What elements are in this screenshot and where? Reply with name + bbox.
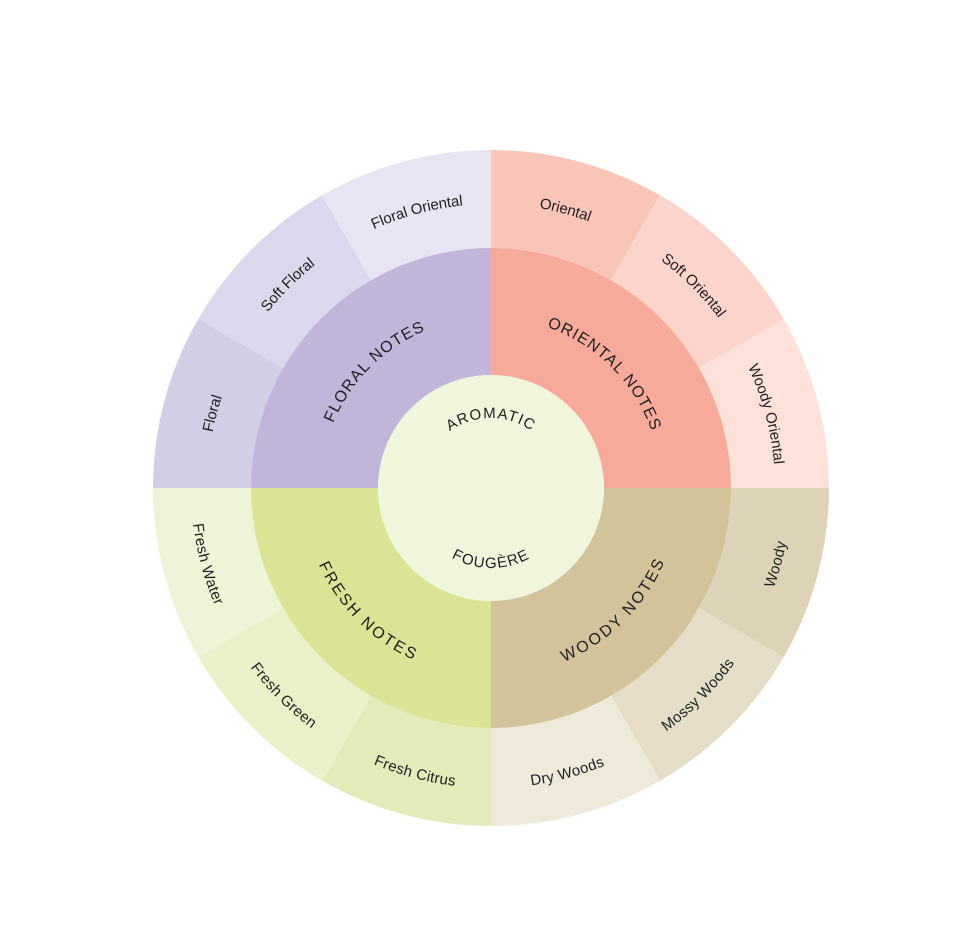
segment-floral	[153, 319, 284, 488]
segment-fresh-citrus	[322, 695, 491, 826]
segment-fresh-water	[153, 488, 284, 657]
family-oriental	[491, 248, 731, 488]
segment-floral-oriental	[322, 150, 491, 281]
family-fresh	[251, 488, 491, 728]
segment-fresh-green	[198, 608, 371, 781]
center-disc-group: AROMATIC FOUGÈRE	[378, 375, 604, 601]
center-disc	[378, 375, 604, 601]
segment-dry-woods	[491, 695, 660, 826]
segment-woody-oriental	[698, 319, 829, 488]
family-woody	[491, 488, 731, 728]
segment-oriental	[491, 150, 660, 281]
segment-mossy-woods	[611, 608, 784, 781]
segment-woody	[698, 488, 829, 657]
family-floral	[251, 248, 491, 488]
segment-soft-oriental	[611, 195, 784, 368]
segment-soft-floral	[198, 195, 371, 368]
